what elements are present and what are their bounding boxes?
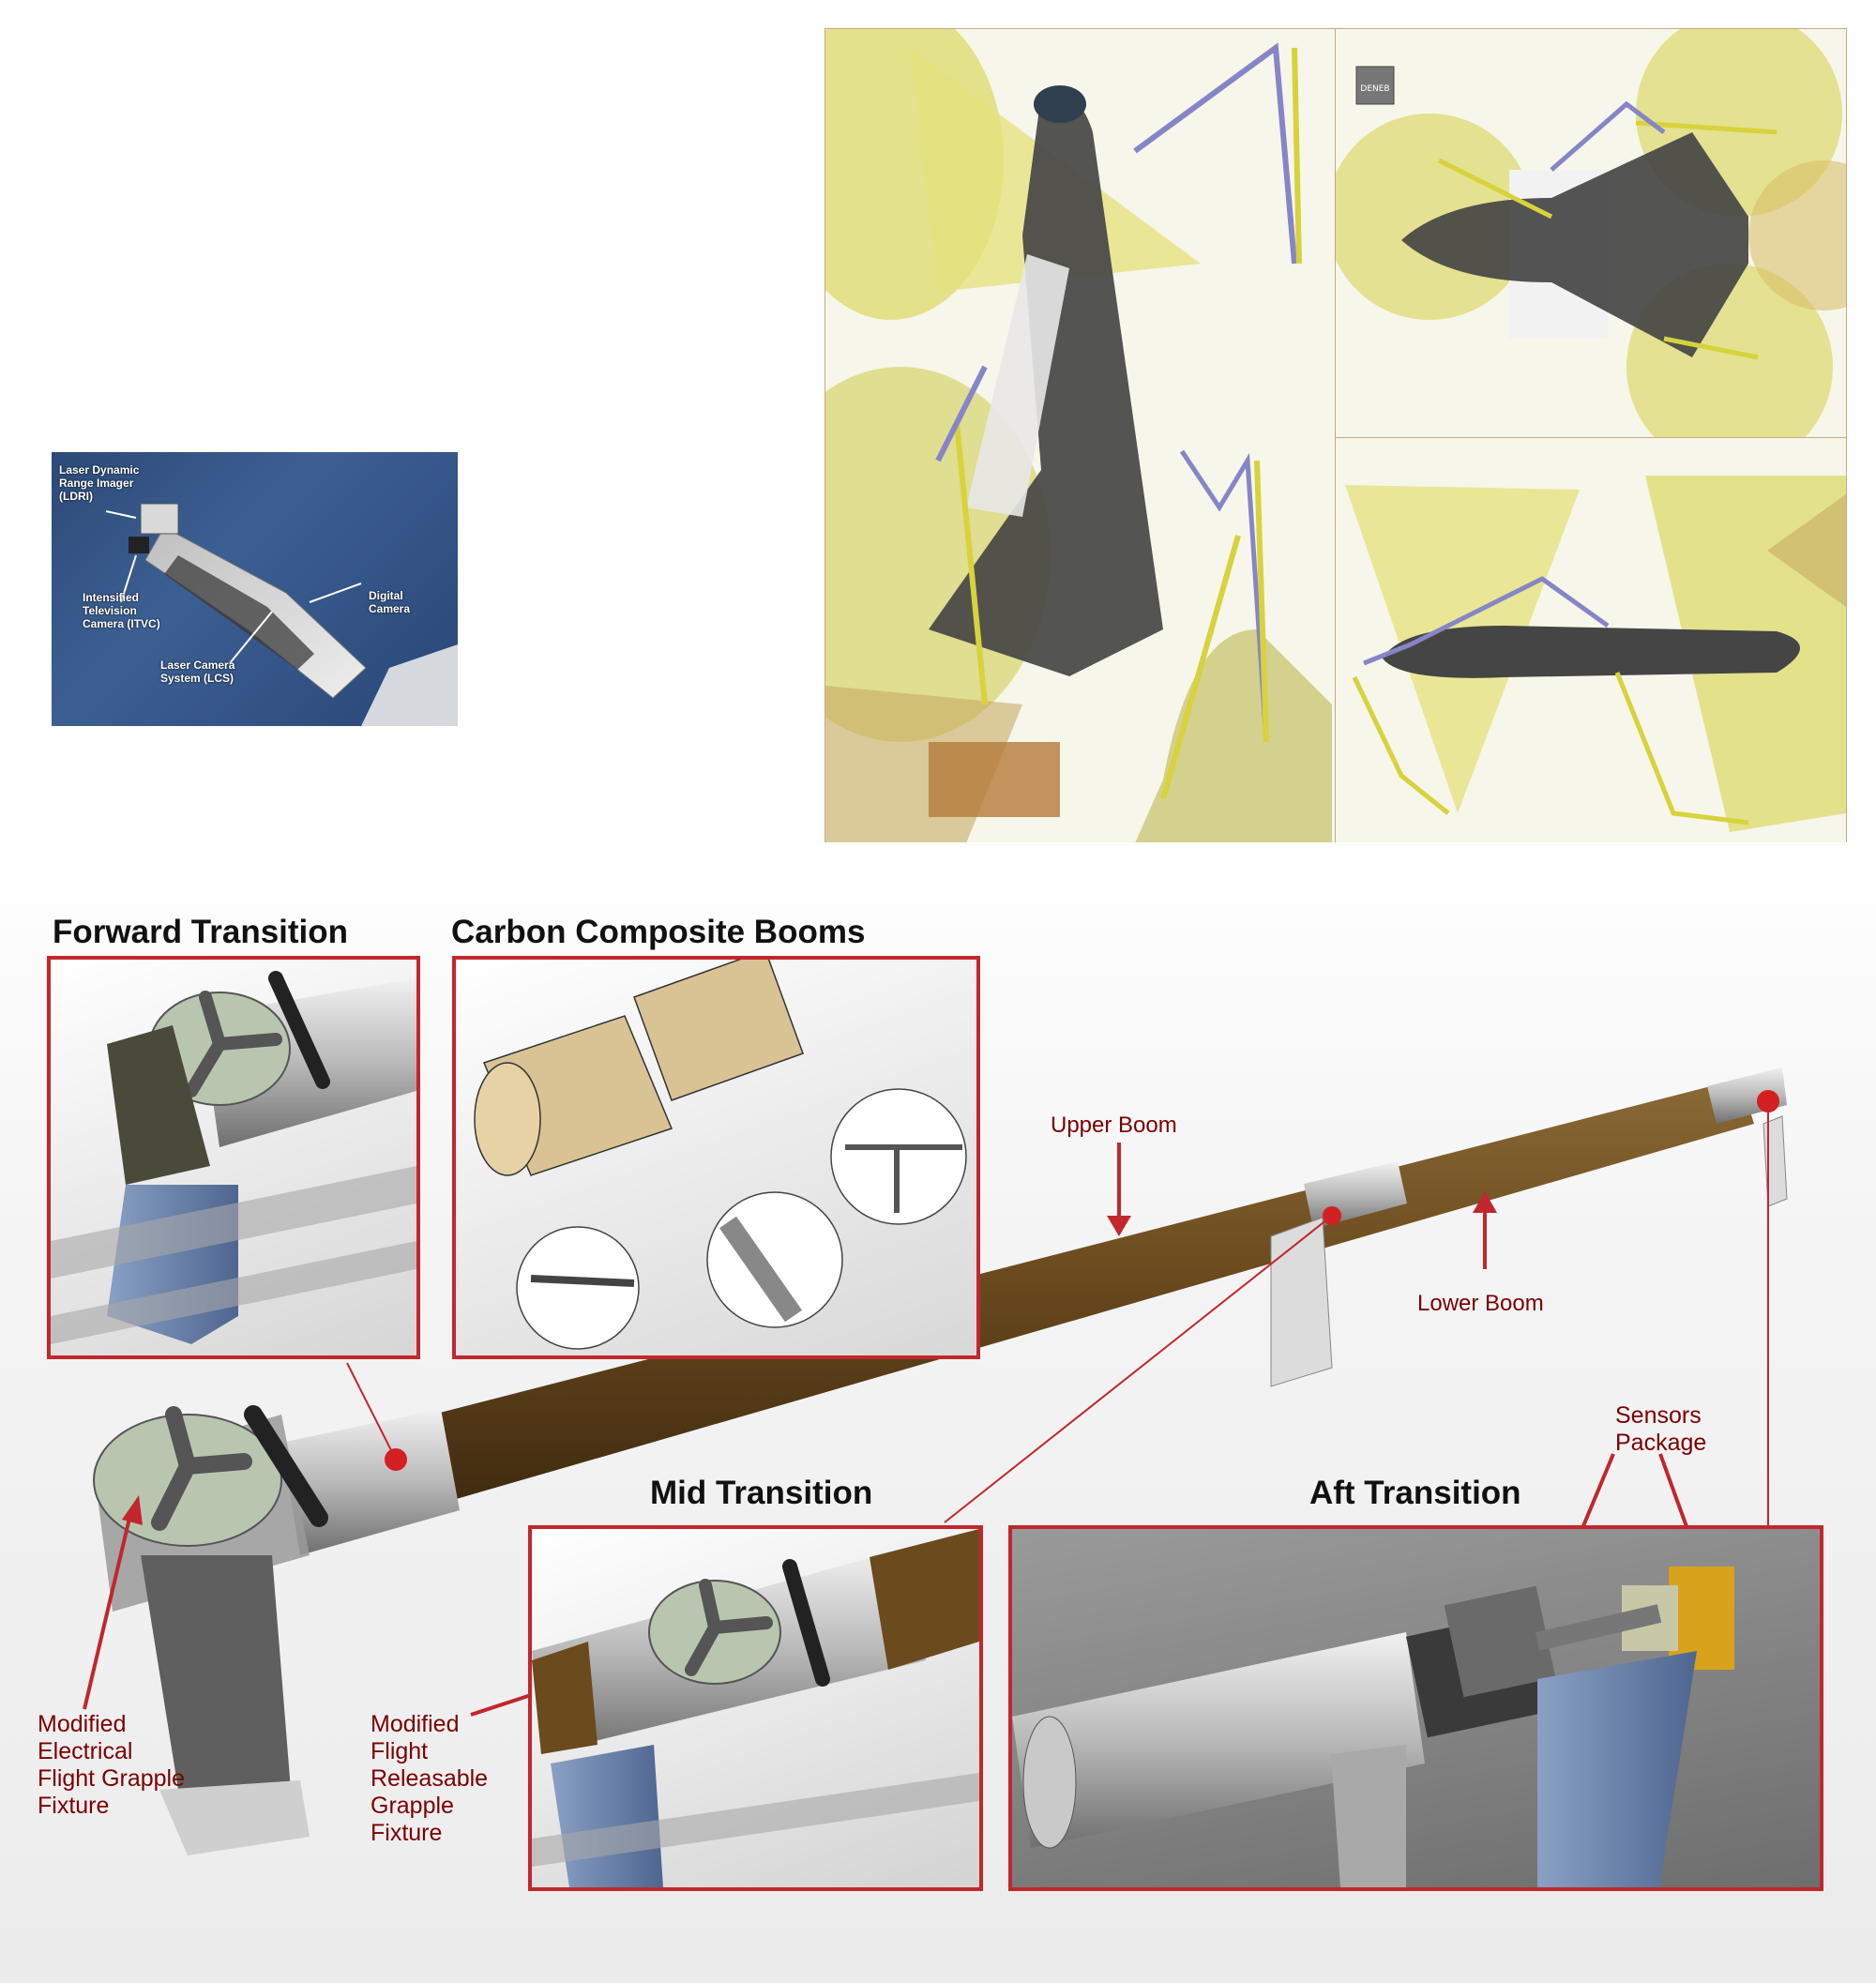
top-view-art: DENEB bbox=[1336, 29, 1846, 438]
aft-transition-heading: Aft Transition bbox=[1309, 1475, 1521, 1511]
aft-detail-art bbox=[1012, 1567, 1734, 1887]
carbon-booms-detail bbox=[452, 956, 980, 1359]
side-view-art bbox=[1345, 476, 1846, 832]
upper-boom-arrow bbox=[1107, 1216, 1131, 1236]
efgf-arrow bbox=[122, 1495, 143, 1525]
boom-tube bbox=[403, 1079, 1754, 1510]
obss-boom-diagram: Forward Transition Carbon Composite Boom… bbox=[0, 842, 1876, 1983]
sensors-package-label: Sensors Package bbox=[1615, 1402, 1707, 1456]
carbon-booms-heading: Carbon Composite Booms bbox=[451, 914, 866, 950]
digital-camera-label: Digital Camera bbox=[369, 589, 411, 615]
sim-view-side bbox=[1335, 437, 1847, 844]
lower-boom-label: Lower Boom bbox=[1417, 1291, 1544, 1316]
lcs-label: Laser Camera System (LCS) bbox=[160, 658, 235, 685]
sim-view-perspective bbox=[825, 28, 1337, 844]
mid-detail-art bbox=[532, 1529, 979, 1887]
photo-art bbox=[105, 503, 458, 726]
deneb-logo: DENEB bbox=[1360, 84, 1389, 94]
forward-detail-art bbox=[51, 971, 416, 1344]
lower-boom-arrow bbox=[1473, 1191, 1497, 1213]
perspective-art bbox=[825, 29, 1332, 843]
forward-transition-heading: Forward Transition bbox=[53, 914, 349, 950]
mid-connector bbox=[944, 1215, 1333, 1523]
forward-transition-detail bbox=[47, 956, 420, 1359]
frgf-label: Modified Flight Releasable Grapple Fixtu… bbox=[371, 1711, 489, 1846]
forward-connector bbox=[346, 1362, 397, 1461]
mid-transition-detail bbox=[528, 1525, 983, 1891]
booms-detail-art bbox=[474, 960, 967, 1350]
efgf-label: Modified Electrical Flight Grapple Fixtu… bbox=[38, 1711, 186, 1819]
forward-transition-tube bbox=[281, 1409, 460, 1555]
mid-transition-heading: Mid Transition bbox=[650, 1475, 873, 1511]
obss-sensor-photo: Laser Dynamic Range Imager (LDRI) Intens… bbox=[52, 452, 458, 726]
itvc-label: Intensified Television Camera (ITVC) bbox=[83, 591, 160, 630]
upper-boom-label: Upper Boom bbox=[1051, 1113, 1177, 1138]
ldri-label: Laser Dynamic Range Imager (LDRI) bbox=[59, 463, 140, 503]
sim-view-top: DENEB bbox=[1335, 28, 1847, 439]
aft-transition-detail bbox=[1008, 1525, 1823, 1891]
